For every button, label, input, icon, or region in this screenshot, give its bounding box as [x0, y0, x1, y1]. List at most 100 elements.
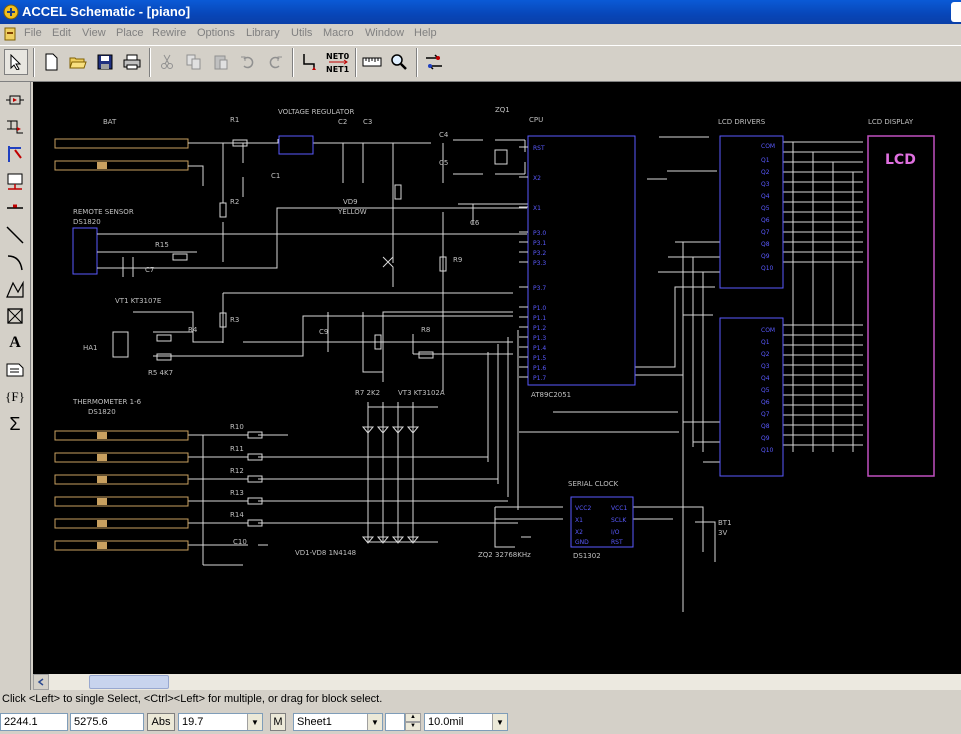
svg-text:Q3: Q3 — [761, 181, 770, 188]
menu-rewire[interactable]: Rewire — [152, 27, 186, 39]
open-button[interactable] — [66, 49, 90, 75]
toggle-view-button[interactable] — [422, 49, 446, 75]
horizontal-scrollbar[interactable] — [33, 674, 961, 690]
chevron-down-icon[interactable]: ▼ — [492, 714, 507, 730]
document-icon[interactable] — [2, 26, 18, 42]
zoom-select[interactable]: 19.7 ▼ — [178, 713, 263, 731]
app-icon — [3, 4, 19, 20]
scroll-left-button[interactable] — [33, 674, 49, 690]
chevron-down-icon[interactable]: ▼ — [367, 714, 382, 730]
window-title: ACCEL Schematic - [piano] — [22, 4, 190, 19]
attribute-button[interactable] — [2, 358, 28, 382]
label-yellow: YELLOW — [337, 208, 367, 216]
new-button[interactable] — [39, 49, 63, 75]
spin-down-icon[interactable]: ▼ — [405, 722, 421, 731]
grid-select[interactable]: 10.0mil ▼ — [424, 713, 508, 731]
scrollbar-thumb[interactable] — [89, 675, 169, 689]
sheet-select[interactable]: Sheet1 ▼ — [293, 713, 383, 731]
label-vd9: VD9 — [343, 198, 358, 206]
label-r5: R5 4K7 — [148, 369, 173, 377]
schematic-canvas[interactable]: RSTX2X1 P3.0P3.1P3.2P3.3 P3.7P1.0P1.1P1.… — [33, 82, 961, 674]
measure-button[interactable] — [360, 49, 384, 75]
place-field-icon — [5, 306, 25, 326]
paste-button[interactable] — [209, 49, 233, 75]
save-button[interactable] — [93, 49, 117, 75]
menu-view[interactable]: View — [82, 27, 106, 39]
chevron-down-icon[interactable]: ▼ — [247, 714, 262, 730]
menu-macro[interactable]: Macro — [323, 27, 354, 39]
label-r2: R2 — [230, 198, 239, 206]
label-r10: R10 — [230, 423, 244, 431]
label-r12: R12 — [230, 467, 244, 475]
label-bat: BAT — [103, 118, 117, 126]
print-button[interactable] — [120, 49, 144, 75]
menu-options[interactable]: Options — [197, 27, 235, 39]
svg-text:Q1: Q1 — [761, 339, 770, 346]
label-c2: C2 — [338, 118, 347, 126]
spin-up-icon[interactable]: ▲ — [405, 713, 421, 722]
place-bus-button[interactable] — [2, 115, 28, 139]
menu-file[interactable]: File — [24, 27, 42, 39]
svg-text:Q5: Q5 — [761, 205, 770, 212]
field-button[interactable]: {F} — [2, 385, 28, 409]
label-ds1820: DS1820 — [88, 408, 116, 416]
undo-button[interactable] — [236, 49, 260, 75]
m-button[interactable]: M — [270, 713, 286, 731]
label-lcd-display: LCD DISPLAY — [868, 118, 914, 126]
paste-icon — [213, 54, 229, 70]
label-vt1: VT1 KT3107E — [115, 297, 161, 305]
menu-window[interactable]: Window — [365, 27, 404, 39]
place-polygon-button[interactable] — [2, 277, 28, 301]
svg-text:COM: COM — [761, 327, 775, 334]
svg-text:P1.7: P1.7 — [533, 375, 546, 382]
menu-edit[interactable]: Edit — [52, 27, 71, 39]
label-r8: R8 — [421, 326, 430, 334]
svg-text:Q7: Q7 — [761, 411, 770, 418]
label-c4: C4 — [439, 131, 449, 139]
svg-text:P1.2: P1.2 — [533, 325, 546, 332]
wire-tool-button[interactable] — [298, 49, 322, 75]
label-remote-sensor: REMOTE SENSOR — [73, 208, 134, 216]
zoom-icon — [390, 53, 408, 71]
place-wire-button[interactable] — [2, 223, 28, 247]
layer-field[interactable] — [385, 713, 405, 731]
menu-library[interactable]: Library — [246, 27, 280, 39]
label-r7: R7 2K2 — [355, 389, 380, 397]
wire-tool-icon — [301, 52, 319, 72]
place-field-button[interactable] — [2, 304, 28, 328]
label-c5: C5 — [439, 159, 448, 167]
cut-button[interactable] — [155, 49, 179, 75]
abs-button[interactable]: Abs — [147, 713, 175, 731]
menu-utils[interactable]: Utils — [291, 27, 312, 39]
toggle-view-icon — [424, 52, 444, 72]
svg-text:P3.0: P3.0 — [533, 230, 546, 237]
sum-button[interactable]: Σ — [2, 412, 28, 436]
svg-text:NET1: NET1 — [326, 65, 350, 74]
window-control-button[interactable] — [951, 2, 961, 22]
copy-button[interactable] — [182, 49, 206, 75]
net-rename-button[interactable]: NET0 NET1 — [325, 49, 351, 75]
place-component-icon — [5, 171, 25, 191]
place-text-button[interactable]: A — [2, 331, 28, 355]
place-arc-button[interactable] — [2, 250, 28, 274]
menu-help[interactable]: Help — [414, 27, 437, 39]
place-polygon-icon — [5, 279, 25, 299]
y-coordinate-field[interactable]: 5275.6 — [70, 713, 144, 731]
place-component-button[interactable] — [2, 169, 28, 193]
label-serial-clock: SERIAL CLOCK — [568, 480, 619, 488]
place-port-button[interactable] — [2, 142, 28, 166]
svg-text:Q10: Q10 — [761, 447, 774, 454]
select-tool-button[interactable] — [4, 49, 28, 75]
x-coordinate-field[interactable]: 2244.1 — [0, 713, 68, 731]
net-rename-icon: NET0 NET1 — [325, 49, 351, 75]
place-part-button[interactable] — [2, 88, 28, 112]
zoom-button[interactable] — [387, 49, 411, 75]
place-part-icon — [5, 93, 25, 107]
layer-spinner[interactable]: ▲ ▼ — [405, 713, 421, 731]
place-line-button[interactable] — [2, 196, 28, 220]
redo-icon — [267, 55, 283, 69]
menu-place[interactable]: Place — [116, 27, 144, 39]
redo-button[interactable] — [263, 49, 287, 75]
svg-text:P1.1: P1.1 — [533, 315, 546, 322]
svg-text:P1.0: P1.0 — [533, 305, 546, 312]
